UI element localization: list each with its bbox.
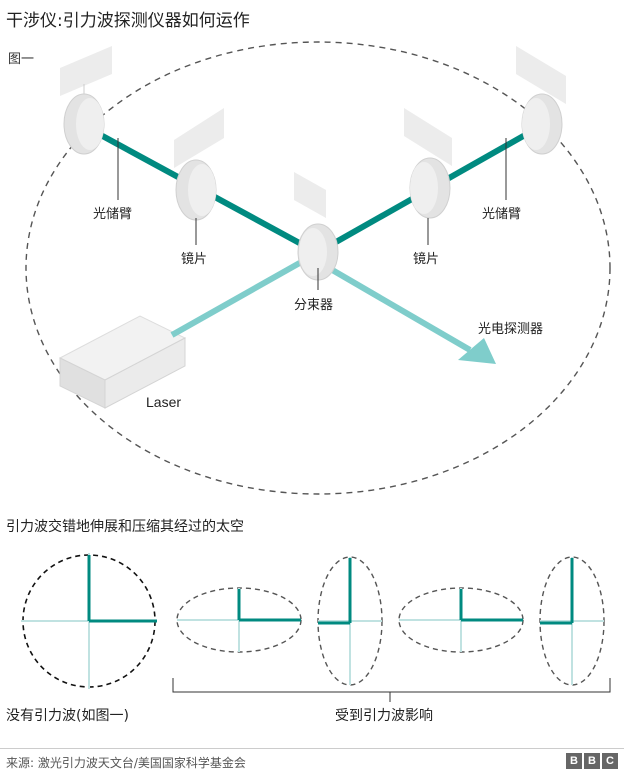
label-mirror-left: 镜片 (181, 252, 208, 267)
stretched-vertical-2 (539, 556, 605, 686)
stretched-vertical-1 (317, 556, 383, 686)
laser-box (58, 315, 187, 409)
stretched-horizontal-1 (176, 587, 302, 653)
source-credit: 来源: 激光引力波天文台/美国国家科学基金会 (6, 756, 246, 770)
affected-bracket (172, 678, 611, 702)
label-arm-right: 光储臂 (482, 207, 522, 222)
label-mirror-right: 镜片 (413, 252, 440, 267)
label-laser: Laser (146, 394, 182, 410)
bbc-logo-c: C (602, 753, 618, 769)
caption-no-wave: 没有引力波(如图一) (6, 708, 129, 724)
mirror-left (174, 108, 224, 221)
no-wave-circle (21, 553, 157, 689)
end-mirror-left (60, 46, 112, 155)
stretched-horizontal-2 (398, 587, 524, 653)
bbc-logo-b1: B (566, 753, 582, 769)
detector-arrow (458, 338, 496, 364)
footer-divider (0, 748, 624, 749)
laser-beam (170, 253, 314, 338)
label-detector: 光电探测器 (478, 322, 544, 337)
label-splitter: 分束器 (294, 298, 334, 313)
output-beam (320, 261, 472, 353)
mirror-right (404, 108, 452, 219)
end-mirror-right (516, 46, 566, 155)
label-arm-left: 光储臂 (93, 207, 133, 222)
bbc-logo-b2: B (584, 753, 600, 769)
boundary-dashed-ellipse (25, 41, 611, 495)
figure-label: 图一 (8, 52, 35, 67)
page-title: 干涉仪:引力波探测仪器如何运作 (6, 11, 250, 31)
section-title: 引力波交错地伸展和压缩其经过的太空 (6, 519, 244, 535)
caption-with-wave: 受到引力波影响 (335, 708, 433, 724)
splitter (294, 172, 339, 281)
bbc-logo: B B C (566, 753, 618, 769)
